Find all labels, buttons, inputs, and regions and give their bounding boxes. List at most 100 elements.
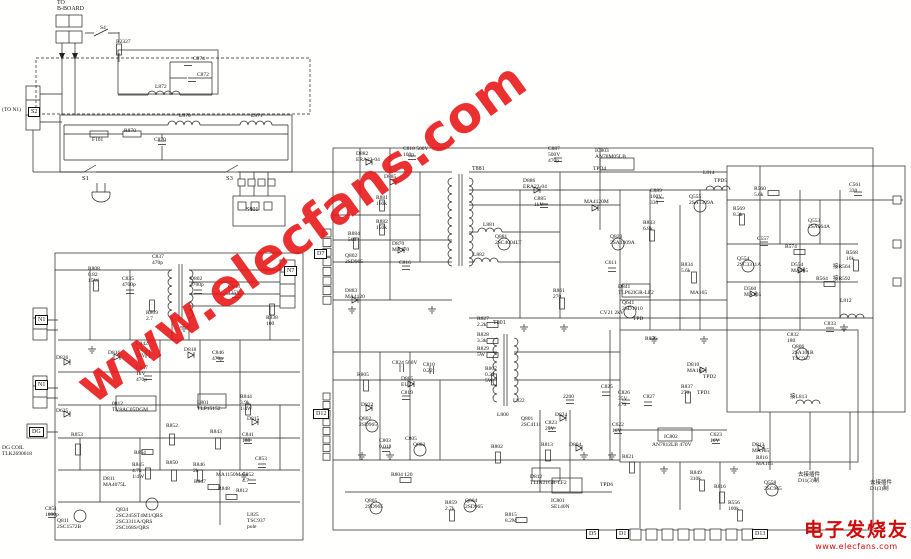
component-label: R856 [645, 336, 657, 342]
component-label: C853 [255, 456, 267, 462]
component-label: C816 [399, 260, 411, 266]
component-label: Q553 2SA564A [808, 218, 831, 230]
component-label: L882 [473, 252, 485, 258]
component-label: Q820 2SA1309A [610, 234, 635, 246]
component-label: D810 MA165 [687, 362, 705, 374]
component-label: S801 [246, 207, 259, 213]
component-label: R847 [194, 479, 206, 485]
component-label: L870 [179, 113, 191, 119]
component-label: Q555 2SA1309A [689, 194, 714, 206]
component-label: C827 [643, 394, 655, 400]
component-label: R852 [166, 423, 178, 429]
component-label: R853 [71, 432, 83, 438]
component-label: C835 4700p [122, 276, 136, 288]
component-label: Q881 2SC4004LT [495, 234, 522, 246]
component-label: TPD5 [714, 178, 728, 184]
component-label: L871 [251, 113, 263, 119]
component-label: C889 100V 330 [650, 188, 663, 206]
component-label: D886 ERA22-04 [523, 178, 547, 190]
component-label: L801 TLP15152 [197, 400, 221, 412]
component-label: R829 5W [477, 346, 489, 358]
component-label: R805 [357, 372, 369, 378]
component-label: R834 5.6k [681, 262, 693, 274]
component-label: IC801 SE140N [551, 498, 570, 510]
component-label: L822 [513, 398, 525, 404]
component-label: Q806 2SA101R TSC937 [792, 344, 814, 362]
component-label: C874 [193, 56, 205, 62]
component-label: C885 1kV [534, 196, 546, 208]
component-label: Q804 2SD965 [465, 498, 484, 510]
component-label: R828 3.3k [477, 332, 489, 344]
component-label: D870 MA170 [392, 241, 410, 253]
component-label: L872 [155, 84, 167, 90]
component-label: C818 500V 100p [403, 146, 429, 158]
component-label: R850 [166, 460, 178, 466]
component-label: C557 [757, 236, 769, 242]
component-label: R838 100 [266, 315, 278, 327]
component-label: R854 [134, 450, 146, 456]
component-label: N1 [35, 315, 49, 325]
component-label: S1 [82, 175, 89, 182]
component-label: D813 MA165 [752, 442, 770, 454]
component-label: TPD2 [703, 374, 717, 380]
component-label: C837 470p [152, 254, 164, 266]
component-label: C887 500V 470p [548, 146, 561, 164]
component-label: R846 2k [193, 462, 205, 474]
component-label: IC803 AN78M05LB [595, 148, 626, 160]
component-label: R560 5.6k [754, 186, 766, 198]
component-label: C852 4.7 [242, 472, 254, 484]
component-label: D826 [56, 355, 69, 361]
component-label: C805 [405, 436, 417, 442]
component-label: D802 4700p [190, 276, 204, 288]
component-label: C870 [154, 137, 166, 143]
component-label: Q811 2SC1572B [57, 518, 82, 530]
component-label: 2200 [563, 394, 574, 400]
component-label: R837 270 [681, 384, 693, 396]
component-label: R809 2.7 [146, 310, 158, 322]
component-label: L814 [703, 170, 715, 176]
component-label: F101 [92, 137, 104, 143]
component-label: R827 2.2k [477, 316, 489, 328]
component-label: R859 2.7k [445, 500, 457, 512]
component-label: AN7812LB 470V [652, 442, 692, 448]
component-label: R807 0.22 5W [485, 366, 497, 384]
component-label: C841 180 [242, 432, 254, 444]
component-label: S3 [226, 175, 233, 182]
component-label: D818 [184, 347, 197, 353]
component-label: D885 [384, 174, 397, 180]
component-label: Q803 [413, 442, 426, 448]
component-label: TPD6 [600, 482, 614, 488]
component-label: R861 270 [553, 288, 565, 300]
component-label: R843 [210, 429, 222, 435]
component-label: C823 25V [545, 420, 557, 432]
component-label: TO B-BOARD [57, 0, 85, 12]
component-label: D560 MA165 [744, 286, 762, 298]
component-label: C832 180 [787, 332, 799, 344]
component-label: R845 4.7k 1/4W [132, 462, 145, 480]
component-label: D816 [108, 350, 121, 356]
component-label: R848 [218, 486, 230, 492]
component-label: MA4120M [584, 199, 609, 205]
component-label: MA165 [690, 290, 708, 296]
component-label: L881 [483, 222, 495, 228]
component-label: R568 10k [846, 250, 858, 262]
component-label: R882 150k [376, 219, 388, 231]
component-label: T881 [472, 166, 485, 172]
component-label: Q834 2SC245ST4M1/QRS 2SC3311A/QRS 2SC168… [116, 507, 163, 531]
component-label: R574 [785, 244, 797, 250]
component-label: C825 [601, 384, 613, 390]
component-label: C810 0.22 [423, 362, 435, 374]
component-label: L825 TSC937 pole [247, 512, 266, 530]
component-label: C803 0.018 [379, 438, 392, 450]
component-label: R813 [541, 442, 553, 448]
component-label: D625 [56, 408, 69, 414]
component-label: DG [29, 427, 44, 437]
component-label: C611 [605, 260, 617, 266]
component-label: MA1150M [216, 472, 241, 478]
component-label: L812 [840, 298, 852, 304]
component-label: C848 135V [228, 284, 241, 296]
site-logo: 电子发烧友 www.elecfans.com [804, 515, 909, 551]
